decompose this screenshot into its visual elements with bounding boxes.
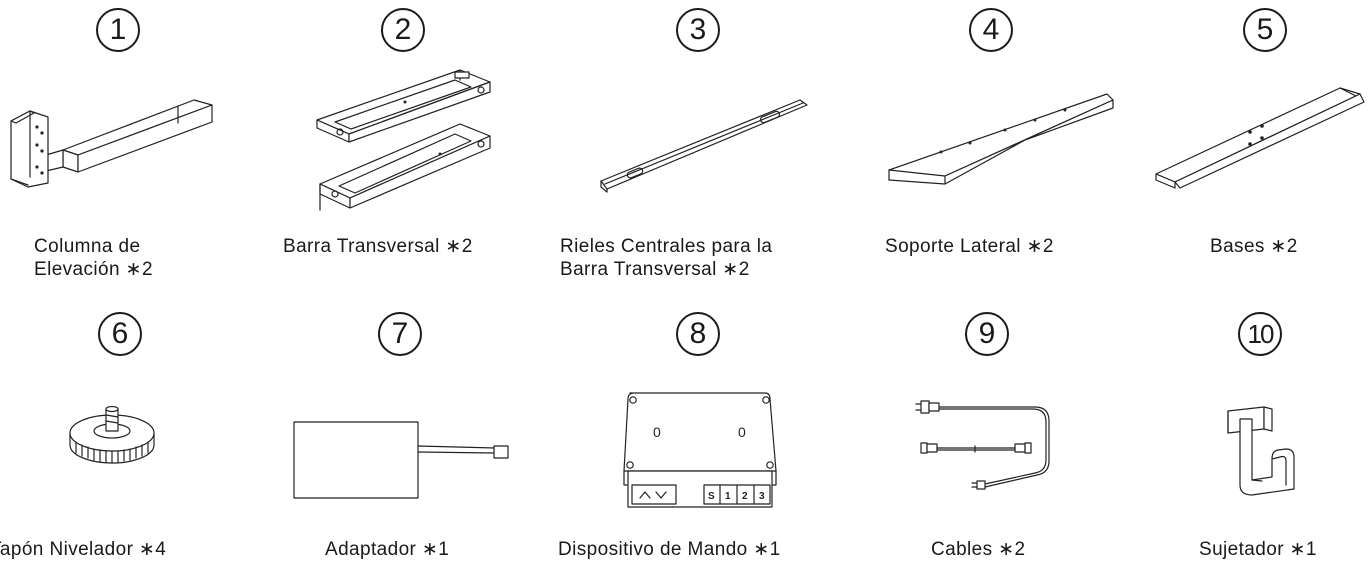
part-number-1: 1: [96, 8, 140, 52]
part-label-7: Adaptador ∗1: [325, 539, 450, 560]
control-box-icon: 0 0 S 1 2 3: [620, 385, 780, 510]
part-number-10: 10: [1238, 312, 1282, 356]
part-number-4: 4: [969, 8, 1013, 52]
part-number-7: 7: [378, 312, 422, 356]
part-label-10: Sujetador ∗1: [1199, 539, 1317, 560]
side-bracket-icon: [885, 90, 1115, 190]
lifting-column-icon: [8, 95, 213, 185]
part-number-5: 5: [1243, 8, 1287, 52]
leveling-cap-icon: [66, 395, 158, 470]
control-box-mark-left: 0: [653, 424, 661, 440]
part-number-8: 8: [676, 312, 720, 356]
center-rail-icon: [595, 95, 810, 195]
part-label-9: Cables ∗2: [931, 539, 1026, 560]
control-button-1: 1: [725, 491, 731, 502]
crossbar-icon: [305, 62, 500, 212]
part-number-2: 2: [381, 8, 425, 52]
part-label-5: Bases ∗2: [1210, 236, 1298, 257]
part-number-3: 3: [676, 8, 720, 52]
control-button-3: 3: [759, 491, 765, 502]
control-button-2: 2: [742, 491, 748, 502]
part-label-2: Barra Transversal ∗2: [283, 236, 473, 257]
control-button-s: S: [708, 491, 715, 502]
part-label-3: Rieles Centrales para la Barra Transvers…: [560, 236, 773, 280]
part-label-6: Tapón Nivelador ∗4: [0, 539, 167, 560]
part-label-4: Soporte Lateral ∗2: [885, 236, 1054, 257]
control-box-mark-right: 0: [738, 424, 746, 440]
part-label-8: Dispositivo de Mando ∗1: [558, 539, 781, 560]
power-adapter-icon: [290, 418, 515, 500]
holder-clip-icon: [1222, 405, 1310, 500]
cables-icon: [915, 395, 1055, 500]
part-number-6: 6: [98, 312, 142, 356]
part-number-9: 9: [965, 312, 1009, 356]
part-label-1: Columna de Elevación ∗2: [34, 236, 153, 280]
base-foot-icon: [1150, 82, 1368, 194]
